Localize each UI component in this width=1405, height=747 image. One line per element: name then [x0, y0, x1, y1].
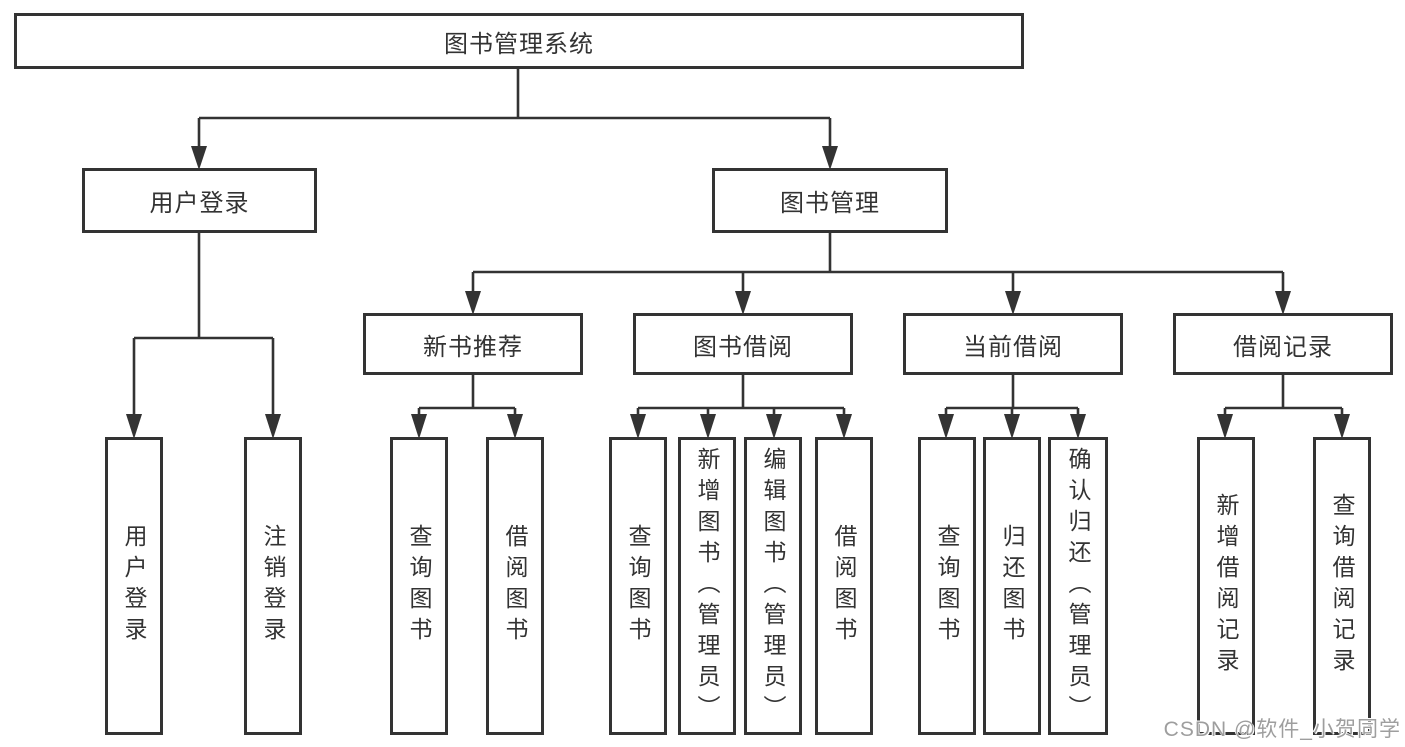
- node-library-system: 图书管理系统: [14, 13, 1024, 69]
- node-new-book-recommend: 新书推荐: [363, 313, 583, 375]
- leaf-borrow-books-recommend: 借阅图书: [486, 437, 544, 735]
- node-book-management-branch: 图书管理: [712, 168, 948, 233]
- leaf-query-books-borrow: 查询图书: [609, 437, 667, 735]
- node-user-login-branch: 用户登录: [82, 168, 317, 233]
- leaf-query-borrow-record: 查询借阅记录: [1313, 437, 1371, 735]
- leaf-borrow-books: 借阅图书: [815, 437, 873, 735]
- node-book-borrowing: 图书借阅: [633, 313, 853, 375]
- node-current-borrowing: 当前借阅: [903, 313, 1123, 375]
- leaf-query-books-recommend: 查询图书: [390, 437, 448, 735]
- leaf-query-books-current: 查询图书: [918, 437, 976, 735]
- leaf-user-login: 用户登录: [105, 437, 163, 735]
- leaf-return-books: 归还图书: [983, 437, 1041, 735]
- leaf-edit-books-admin: 编辑图书（管理员）: [744, 437, 802, 735]
- csdn-watermark: CSDN @软件_小贺同学: [1163, 718, 1401, 741]
- leaf-add-books-admin: 新增图书（管理员）: [678, 437, 736, 735]
- leaf-logout: 注销登录: [244, 437, 302, 735]
- arrowheads: [126, 146, 1350, 439]
- leaf-confirm-return-admin: 确认归还（管理员）: [1048, 437, 1108, 735]
- node-borrowing-records: 借阅记录: [1173, 313, 1393, 375]
- leaf-add-borrow-record: 新增借阅记录: [1197, 437, 1255, 735]
